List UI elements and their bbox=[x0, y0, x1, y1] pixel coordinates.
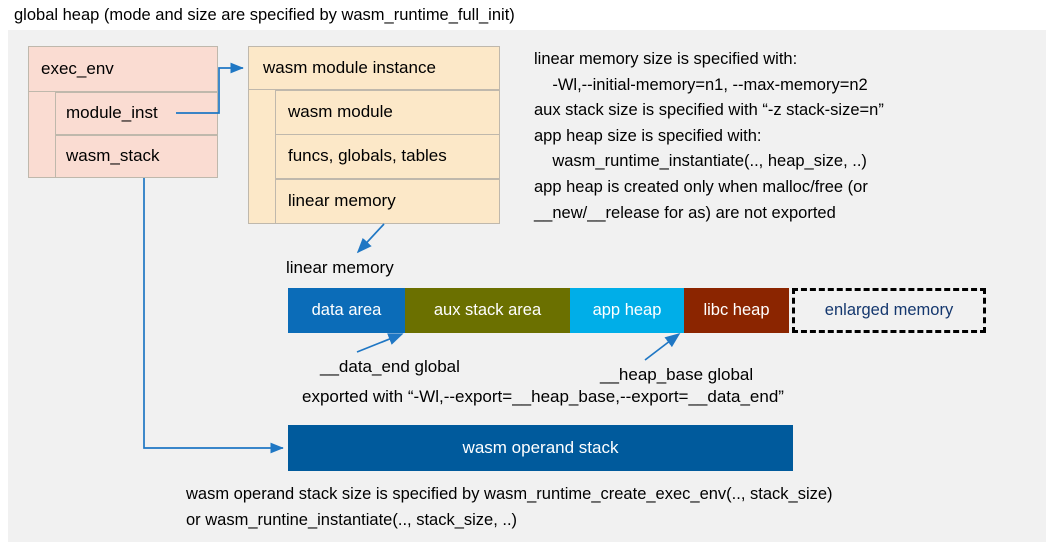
wasm-module-instance-header-label: wasm module instance bbox=[263, 58, 436, 77]
memory-segment-data-area: data area bbox=[288, 288, 405, 333]
funcs-globals-tables-label: funcs, globals, tables bbox=[288, 146, 447, 165]
memory-segment-app-heap-label: app heap bbox=[592, 301, 662, 319]
memory-segment-data-area-label: data area bbox=[311, 301, 382, 319]
memory-segment-enlarged-memory: enlarged memory bbox=[792, 288, 986, 333]
linear-memory-notes-text: linear memory size is specified with: -W… bbox=[534, 50, 884, 222]
memory-segment-enlarged-memory-label: enlarged memory bbox=[824, 301, 954, 319]
annotation-data-end-global: __data_end global bbox=[320, 357, 460, 376]
exec-env-field-module-inst: module_inst bbox=[55, 92, 218, 135]
wasm-module-instance-header: wasm module instance bbox=[248, 46, 500, 90]
module-instance-row-wasm-module: wasm module bbox=[275, 90, 500, 135]
memory-segment-libc-heap-label: libc heap bbox=[703, 301, 770, 319]
wasm-stack-label: wasm_stack bbox=[66, 146, 160, 165]
memory-segment-app-heap: app heap bbox=[570, 288, 684, 333]
wasm-module-label: wasm module bbox=[288, 102, 393, 121]
page-title: global heap (mode and size are specified… bbox=[14, 6, 515, 24]
wasm-operand-stack-label: wasm operand stack bbox=[462, 438, 619, 457]
exec-env-field-wasm-stack: wasm_stack bbox=[55, 135, 218, 178]
module-instance-row-funcs-globals-tables: funcs, globals, tables bbox=[275, 134, 500, 179]
linear-memory-bar: data area aux stack area app heap libc h… bbox=[288, 288, 986, 333]
exec-env-header: exec_env bbox=[28, 46, 218, 92]
operand-stack-footer-text: wasm operand stack size is specified by … bbox=[186, 485, 833, 529]
annotation-heap-base-global: __heap_base global bbox=[600, 365, 754, 384]
memory-segment-aux-stack-area: aux stack area bbox=[405, 288, 570, 333]
annotation-exported-with: exported with “-Wl,--export=__heap_base,… bbox=[302, 387, 784, 406]
module-instance-row-linear-memory: linear memory bbox=[275, 179, 500, 224]
memory-segment-aux-stack-area-label: aux stack area bbox=[433, 301, 542, 319]
module-inst-label: module_inst bbox=[66, 103, 158, 122]
linear-memory-bar-label: linear memory bbox=[286, 258, 394, 277]
exec-env-header-label: exec_env bbox=[41, 59, 114, 78]
linear-memory-row-label: linear memory bbox=[288, 191, 396, 210]
wasm-operand-stack-box: wasm operand stack bbox=[288, 425, 793, 471]
memory-segment-libc-heap: libc heap bbox=[684, 288, 789, 333]
